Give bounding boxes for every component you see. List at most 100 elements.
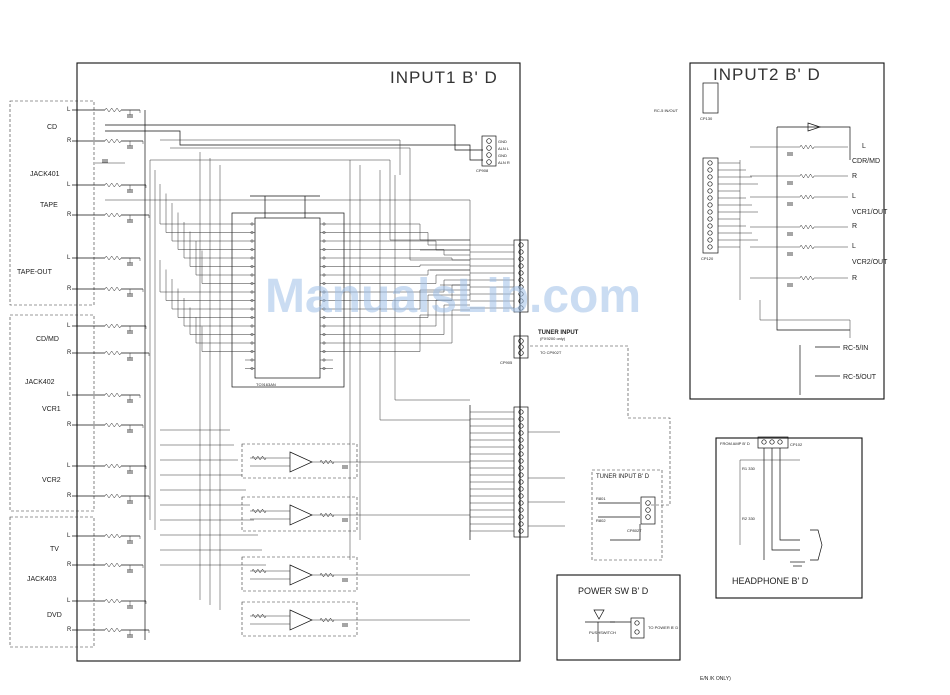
resistor-symbol [104,598,122,604]
svg-text:L: L [852,193,856,200]
dvd-r: R [67,627,72,633]
trace [250,316,254,319]
trace [177,288,245,318]
trace [518,444,524,450]
trace [250,248,254,251]
trace [518,493,524,499]
cdr-md-label: CDR/MD [852,158,880,165]
resistor-symbol [104,562,122,568]
svg-text:GND: GND [498,153,507,158]
tuner-board-contents: CP802T R801 R802 [596,496,656,541]
trace [707,216,713,222]
trace [250,231,254,234]
capacitor-symbol [342,518,348,522]
resistor-symbol [104,422,122,428]
svg-text:R: R [852,173,857,180]
trace [165,193,245,233]
input2-contents: RC-5 IN/OUT CP130 CP120 [654,82,851,338]
vcr1-r: R [67,422,72,428]
tape-out-label: TAPE-OUT [17,269,53,276]
capacitor-symbol [342,578,348,582]
trace [518,305,524,311]
trace [250,290,254,294]
capacitor-symbol [127,330,133,334]
left-jack-labels: CD JACK401 TAPE TAPE-OUT CD/MD JACK402 V… [17,124,62,619]
trace [333,289,470,310]
headphone-contents: FROM AMP B' D CP102 R1 330 R2 330 [720,436,823,567]
trace [322,248,326,251]
capacitor-symbol [127,540,133,544]
cd-l: L [67,107,71,113]
trace [322,316,326,319]
trace [518,284,524,290]
resistor-symbol [251,568,267,574]
trace [183,298,245,327]
resistor-symbol [251,613,267,619]
tv-label: TV [50,546,59,553]
resistor-symbol [799,144,815,150]
power-sw-board-frame [556,574,681,661]
trace [333,304,470,335]
capacitor-symbol [127,470,133,474]
resistor-symbol [799,194,815,200]
jack401-group [9,100,95,306]
tuner-input-label: TUNER INPUT [538,330,579,336]
trace [250,367,254,370]
input2-board-frame [689,62,885,400]
resistor-symbol [104,493,122,499]
cp801-connector [470,239,529,313]
left-input-traces [72,107,150,640]
dvd-l: L [67,598,71,604]
vcr1-out-label: VCR1/OUT [852,209,888,216]
trace [333,232,470,246]
trace [322,282,326,285]
rc5-in-label: RC-5/IN [843,345,868,352]
trace [165,269,245,301]
trace [322,265,326,268]
trace [333,279,470,293]
trace [707,209,713,215]
tapeout-r: R [67,286,72,292]
trace [518,256,524,262]
trace [333,274,470,284]
trace [707,244,713,250]
capacitor-symbol [127,634,133,638]
trace [250,239,254,243]
trace [518,507,524,513]
resistor-symbol [251,455,267,461]
capacitor-symbol [127,399,133,403]
capacitor-symbol [127,357,133,361]
trace [333,314,470,352]
watermark: ManualsLib.com [265,270,641,323]
cd-label: CD [47,124,57,131]
trace [241,443,358,479]
trace [518,277,524,283]
from-amp-label: FROM AMP B' D [720,441,750,446]
trace [518,486,524,492]
svg-text:L: L [862,143,866,150]
trace [518,409,524,415]
resistor-symbol [799,173,815,179]
resistor-symbol [104,286,122,292]
resistor-symbol [104,350,122,356]
trace [241,601,358,637]
opamp-symbol [289,609,313,631]
trace [201,326,245,352]
trace [518,451,524,457]
opamp-stages [241,443,470,637]
main-ic: TC9163AN [231,212,345,388]
trace [322,273,326,277]
capacitor-symbol [787,283,793,287]
trace [707,230,713,236]
trace [250,333,254,336]
cd-md-label: CD/MD [36,336,59,343]
tv-r: R [67,562,72,568]
resistor-symbol [799,224,815,230]
capacitor-symbol [127,189,133,193]
capacitor-symbol [127,293,133,297]
trace [518,249,524,255]
trace [518,263,524,269]
trace [322,290,326,294]
main-ic-part: TC9163AN [256,382,276,387]
